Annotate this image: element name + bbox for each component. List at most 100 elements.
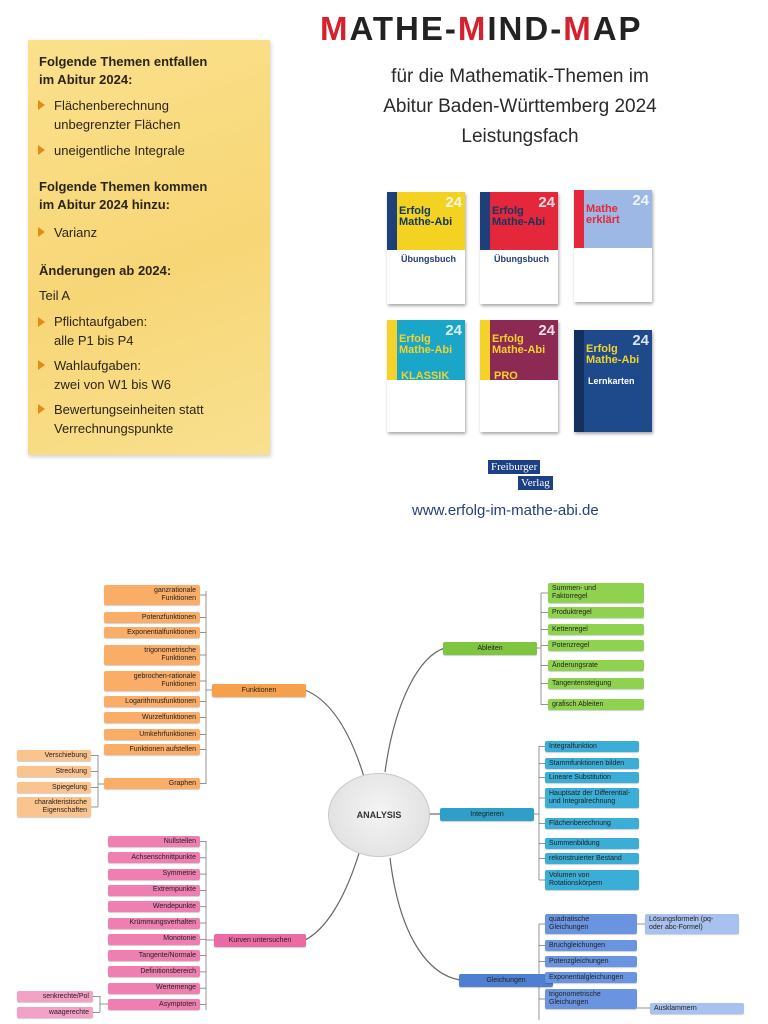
hub-ableiten: Ableiten <box>443 642 537 655</box>
book-title-line: Mathe <box>586 203 618 215</box>
connector-line <box>304 849 361 941</box>
ableiten-item: grafisch Ableiten <box>548 699 644 710</box>
ableiten-item: Tangentensteigung <box>548 678 644 689</box>
changes-note: Folgende Themen entfallen im Abitur 2024… <box>28 40 270 455</box>
kurven-item: Definitionsbereich <box>108 966 200 978</box>
book-spine <box>387 320 397 432</box>
note-item: Flächenberechnung unbegrenzter Flächen <box>54 96 180 134</box>
kurven-item: Nullstellen <box>108 836 200 847</box>
note-heading-line: im Abitur 2024: <box>39 72 133 87</box>
title-part: ATHE- <box>349 10 458 47</box>
note-heading-line: Folgende Themen entfallen <box>39 54 208 69</box>
note-item: Varianz <box>54 225 98 240</box>
gleichungen-item: quadratische Gleichungen <box>545 914 637 934</box>
bullet-arrow-icon <box>38 100 45 110</box>
bullet-arrow-icon <box>38 227 45 237</box>
ableiten-item: Potenzregel <box>548 640 644 651</box>
book-number: 24 <box>538 322 555 339</box>
title-part: IND- <box>487 10 564 47</box>
funktionen-item: Graphen <box>104 778 200 789</box>
integrieren-item: Lineare Substitution <box>545 772 639 783</box>
gleichungen-subitem: Lösungsformeln (pq- oder abc-Formel) <box>645 914 739 934</box>
connector-line <box>304 689 366 781</box>
book-number: 24 <box>445 194 462 211</box>
funktionen-item: gebrochen-rationale Funktionen <box>104 671 200 691</box>
book-number: 24 <box>538 194 555 211</box>
book-band <box>480 380 558 432</box>
book-label: Lernkarten <box>588 376 635 386</box>
mind-map-center: ANALYSIS <box>328 773 430 857</box>
book-title-line: Erfolg <box>492 333 524 345</box>
connector-line <box>384 647 446 773</box>
gleichungen-item: trigonometrische Gleichungen <box>545 989 637 1009</box>
hub-funktionen: Funktionen <box>212 684 306 697</box>
connector-line <box>389 857 461 981</box>
bullet-arrow-icon <box>38 317 45 327</box>
kurven-item: Wertemenge <box>108 982 200 994</box>
publisher-line: Verlag <box>518 476 553 490</box>
note-item-line: Pflichtaufgaben: <box>54 314 148 329</box>
book-band <box>574 248 652 302</box>
subtitle-line: für die Mathematik-Themen im <box>391 66 649 87</box>
funktionen-item: ganzrationale Funktionen <box>104 585 200 605</box>
note-item-line: Wahlaufgaben: <box>54 358 141 373</box>
subtitle-line: Abitur Baden-Württemberg 2024 <box>383 96 657 117</box>
book-band <box>480 250 558 304</box>
book-title-line: Mathe-Abi <box>399 344 453 356</box>
book-spine <box>480 192 490 304</box>
hub-integrieren: Integrieren <box>440 808 534 821</box>
note-heading-removed: Folgende Themen entfallen im Abitur 2024… <box>39 53 207 89</box>
integrieren-item: Stammfunktionen bilden <box>545 758 639 769</box>
note-item-line: Verrechnungspunkte <box>54 421 174 436</box>
book-spine <box>480 320 490 432</box>
gleichungen-subitem: Ausklammern <box>650 1003 744 1014</box>
note-item-line: alle P1 bis P4 <box>54 333 134 348</box>
funktionen-item: trigonometrische Funktionen <box>104 645 200 665</box>
title-letter: M <box>563 10 593 47</box>
book-title-line: Mathe-Abi <box>586 354 640 366</box>
funktionen-item: Umkehrfunktionen <box>104 729 200 740</box>
book-spine <box>574 190 584 302</box>
note-item: Wahlaufgaben: zwei von W1 bis W6 <box>54 356 171 394</box>
book-title-line: Erfolg <box>399 333 431 345</box>
hub-kurven-untersuchen: Kurven untersuchen <box>214 934 306 947</box>
integrieren-item: rekonstruierter Bestand <box>545 853 639 864</box>
title-letter: M <box>457 10 488 47</box>
publisher-line: Freiburger <box>488 460 541 474</box>
gleichungen-item: Potenzgleichungen <box>545 956 637 967</box>
asymptoten-subitem: senkrechte/Pol <box>17 991 93 1002</box>
website-link[interactable]: www.erfolg-im-mathe-abi.de <box>412 502 599 519</box>
gleichungen-item: Bruchgleichungen <box>545 940 637 951</box>
book-label: PRO <box>494 370 518 382</box>
graphen-subitem: charakteristische Eigenschaften <box>17 797 91 817</box>
page-title: MATHE-MIND-MAP <box>320 10 720 48</box>
book-title-line: Erfolg <box>399 205 431 217</box>
integrieren-item: Flächenberechnung <box>545 818 639 829</box>
note-item-line: unbegrenzter Flächen <box>54 117 181 132</box>
title-part: AP <box>592 10 643 47</box>
book-title-line: Mathe-Abi <box>492 344 546 356</box>
graphen-subitem: Verschiebung <box>17 750 91 761</box>
graphen-subitem: Streckung <box>17 766 91 777</box>
book-title-line: Erfolg <box>492 205 524 217</box>
title-letter: M <box>320 10 350 47</box>
kurven-item: Wendepunkte <box>108 901 200 913</box>
note-teil-label: Teil A <box>39 288 71 303</box>
funktionen-item: Wurzelfunktionen <box>104 712 200 723</box>
gleichungen-item: Exponentialgleichungen <box>545 972 637 983</box>
integrieren-item: Integralfunktion <box>545 741 639 752</box>
book-title-line: Erfolg <box>586 343 618 355</box>
ableiten-item: Kettenregel <box>548 624 644 635</box>
kurven-item: Extrempunkte <box>108 884 200 896</box>
